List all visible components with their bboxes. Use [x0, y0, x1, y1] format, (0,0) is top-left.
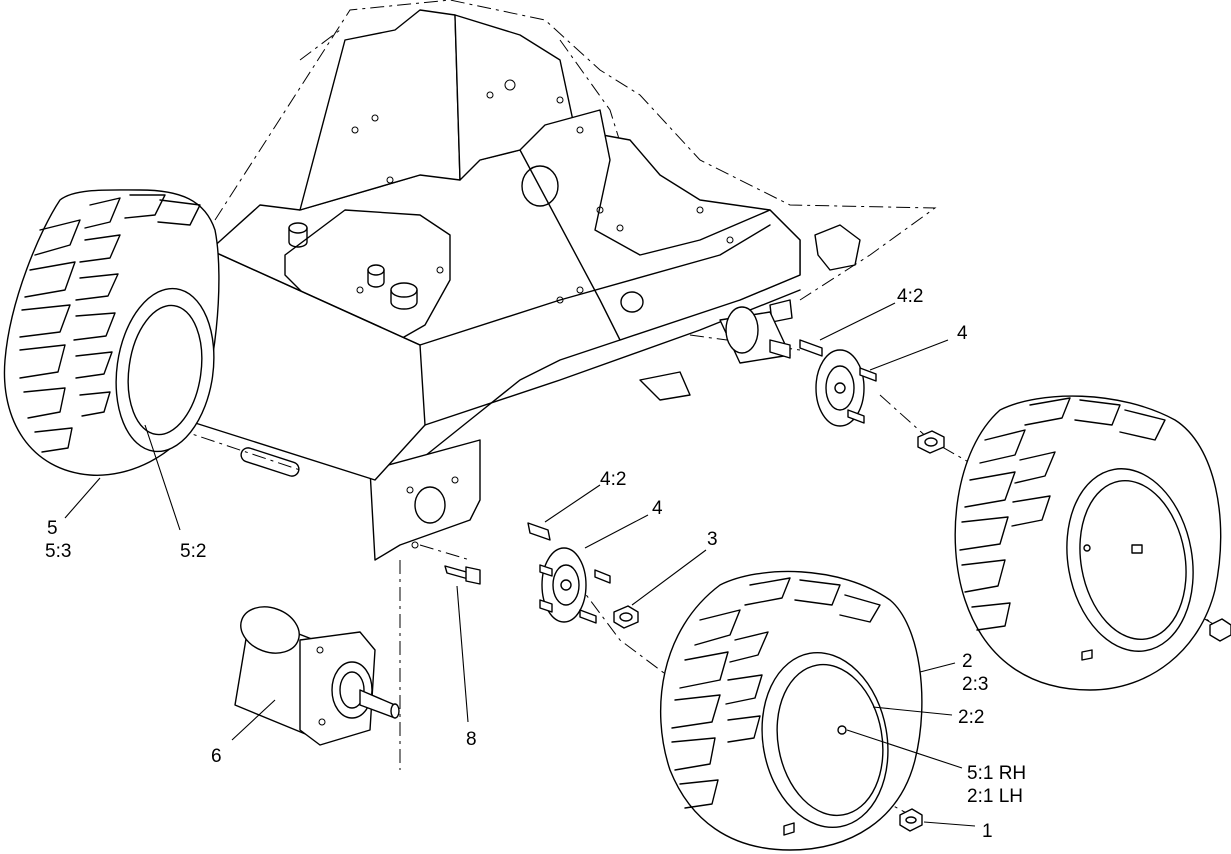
callout-2-2: 2:2 [958, 707, 984, 728]
front-tire-wheel [660, 570, 923, 851]
left-tire-wheel [3, 189, 220, 476]
callout-5: 5 [47, 518, 58, 539]
lug-nut-rear [917, 430, 945, 454]
callout-6: 6 [211, 746, 222, 767]
leader-lines [64, 302, 976, 827]
wheel-motor [234, 606, 400, 746]
callout-2: 2 [962, 651, 973, 672]
callout-3: 3 [707, 529, 718, 550]
callout-5-2: 5:2 [180, 541, 206, 562]
callout-4-front: 4 [652, 498, 663, 519]
callout-5-3: 5:3 [45, 541, 71, 562]
deck-bushings [288, 222, 418, 310]
callout-labels: 4:2 4 4:2 4 3 5 5:3 5:2 6 8 2 2:3 2:2 5:… [45, 286, 1026, 842]
callout-2-3: 2:3 [962, 674, 988, 695]
callout-5-1-rh: 5:1 RH [967, 763, 1026, 784]
lug-nut-1 [899, 808, 923, 832]
callout-4-2-front: 4:2 [600, 469, 626, 490]
hub-assembly-front [527, 522, 611, 624]
chassis-frame [149, 0, 937, 561]
lug-nut-3 [613, 605, 639, 629]
right-tire-wheel [954, 395, 1222, 691]
callout-4-rear: 4 [957, 323, 968, 344]
frame-holes [351, 79, 734, 549]
bolt-8 [444, 565, 481, 585]
callout-4-2-rear: 4:2 [897, 286, 923, 307]
callout-1: 1 [982, 821, 993, 842]
lug-nut-right [1209, 618, 1231, 642]
hub-assembly-rear [719, 306, 877, 427]
callout-2-1-lh: 2:1 LH [967, 786, 1023, 807]
callout-8: 8 [466, 729, 477, 750]
